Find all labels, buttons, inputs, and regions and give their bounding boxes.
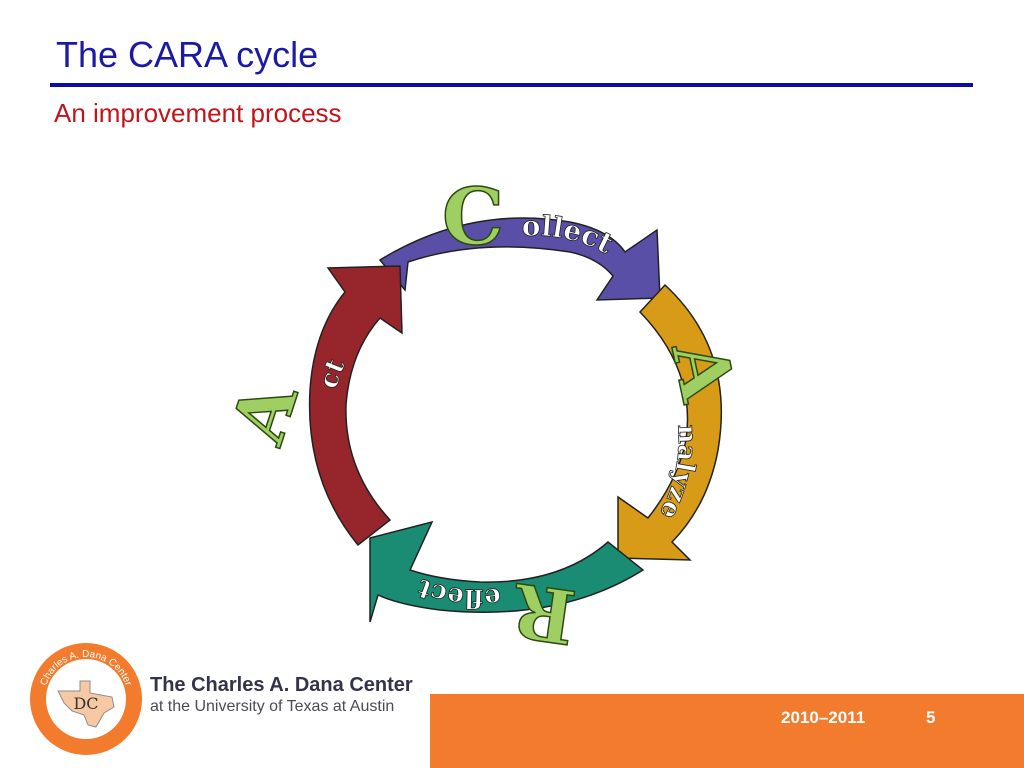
act-arrow-shape [308, 265, 403, 547]
act-initial: A [215, 371, 315, 455]
page-number: 5 [926, 708, 936, 727]
reflect-arrow-shape [369, 520, 645, 623]
seal-initials: DC [73, 694, 98, 713]
collect-arrow-shape [378, 217, 661, 301]
collect-arrow [378, 217, 661, 301]
texas-shape-icon [57, 680, 115, 728]
reflect-arrow [369, 520, 645, 623]
dana-center-seal-icon: Charles A. Dana Center The University of… [30, 643, 142, 755]
analyze-arrow-shape [617, 283, 723, 561]
slide-subtitle: An improvement process [54, 98, 342, 128]
cara-cycle-diagram: C A R A ollect nalyze eflect ct [214, 171, 751, 660]
analyze-arrow [617, 283, 723, 561]
footer-year: 2010–2011 [781, 708, 866, 727]
collect-initial: C [442, 172, 504, 263]
reflect-initial: R [507, 566, 580, 660]
org-name: The Charles A. Dana Center [150, 674, 413, 696]
act-arrow [308, 265, 403, 547]
slide-title: The CARA cycle [56, 34, 319, 75]
org-subtitle: at the University of Texas at Austin [150, 698, 395, 715]
title-rule [50, 83, 973, 87]
